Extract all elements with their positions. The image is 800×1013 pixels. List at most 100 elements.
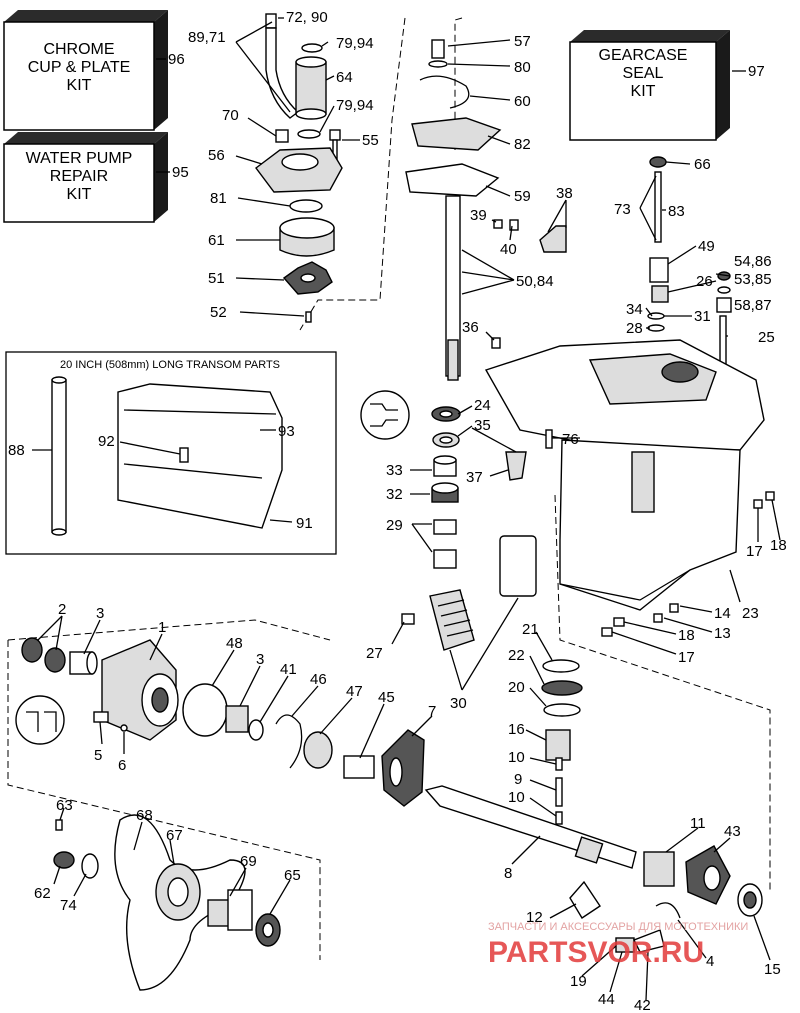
label-89-71: 89,71: [188, 29, 226, 46]
label-8: 8: [504, 865, 512, 882]
label-55: 55: [362, 132, 379, 149]
label-33: 33: [386, 462, 403, 479]
bearing-29: [433, 519, 457, 569]
label-34: 34: [626, 301, 643, 318]
bearing-3b: [225, 705, 249, 733]
waterpump-kit-line1: WATER PUMP: [26, 150, 133, 167]
label-21: 21: [522, 621, 539, 638]
plug-14: [669, 603, 679, 613]
label-81: 81: [210, 190, 227, 207]
seal-lower-profile: [26, 711, 57, 732]
label-40: 40: [500, 241, 517, 258]
seal-2: [21, 637, 66, 673]
label-58-87: 58,87: [734, 297, 772, 314]
gear-43: [685, 845, 731, 905]
screw-36: [491, 337, 501, 349]
transom-box: [5, 351, 337, 555]
label-59: 59: [514, 188, 531, 205]
label-30: 30: [450, 695, 467, 712]
bearing-45: [343, 755, 375, 779]
thrust-washer-47: [303, 731, 333, 769]
thrust-hub-65: [255, 913, 281, 947]
label-70: 70: [222, 107, 239, 124]
waterpump-kit-box: WATER PUMP REPAIR KIT: [3, 132, 168, 223]
label-57: 57: [514, 33, 531, 50]
screw-17a: [753, 499, 763, 509]
gearcase-kit-ref: 97: [748, 63, 765, 80]
label-35: 35: [474, 417, 491, 434]
label-66: 66: [694, 156, 711, 173]
label-16: 16: [508, 721, 525, 738]
label-17-b: 17: [678, 649, 695, 666]
label-60: 60: [514, 93, 531, 110]
label-63: 63: [56, 797, 73, 814]
plug-13: [653, 613, 663, 623]
chrome-kit-box: CHROME CUP & PLATE KIT: [3, 10, 168, 131]
label-79-94-a: 79,94: [336, 35, 374, 52]
label-76: 76: [562, 431, 579, 448]
label-1: 1: [158, 619, 166, 636]
seal-detail-lower: [15, 695, 65, 745]
label-6: 6: [118, 757, 126, 774]
ring-28: [647, 324, 665, 332]
bearing-32: [431, 482, 459, 503]
gearcase-kit-line2: SEAL: [623, 65, 664, 82]
seal-24: [431, 406, 461, 422]
label-20: 20: [508, 679, 525, 696]
label-5: 5: [94, 747, 102, 764]
spacer-5887: [716, 297, 732, 313]
label-4: 4: [706, 953, 714, 970]
watermark-line1: ЗАПЧАСТИ И АКСЕССУАРЫ ДЛЯ МОТОТЕХНИКИ: [488, 921, 748, 933]
label-51: 51: [208, 270, 225, 287]
bushing-49: [649, 257, 669, 283]
gearcase-kit-box: GEARCASE SEAL KIT: [569, 30, 730, 141]
label-46: 46: [310, 671, 327, 688]
part-labels: 72, 90 89,71 79,94 64 79,94 70 55 56 81 …: [8, 9, 787, 1013]
label-53-85: 53,85: [734, 271, 772, 288]
chrome-kit-line3: KIT: [67, 77, 92, 94]
washer-21: [542, 659, 580, 673]
watermark-line2: PARTSVOR.RU: [488, 936, 704, 969]
grommet-37: [505, 451, 527, 481]
label-9: 9: [514, 771, 522, 788]
pin-10b: [555, 811, 563, 825]
gearcase-kit-line3: KIT: [631, 83, 656, 100]
rod-83: [654, 171, 662, 243]
label-93: 93: [278, 423, 295, 440]
label-31: 31: [694, 308, 711, 325]
label-17-a: 17: [746, 543, 763, 560]
bracket-38: [539, 225, 567, 253]
label-2: 2: [58, 601, 66, 618]
label-13: 13: [714, 625, 731, 642]
bearing-3a: [69, 651, 98, 675]
label-14: 14: [714, 605, 731, 622]
label-7: 7: [428, 703, 436, 720]
waterpump-dash-line: [299, 17, 406, 331]
hub-69: [207, 889, 253, 931]
label-47: 47: [346, 683, 363, 700]
label-82: 82: [514, 136, 531, 153]
label-43: 43: [724, 823, 741, 840]
label-48: 48: [226, 635, 243, 652]
label-61: 61: [208, 232, 225, 249]
bearing-dash-line: [7, 619, 331, 641]
grommet-66: [649, 156, 667, 168]
label-39: 39: [470, 207, 487, 224]
tube-88: [51, 376, 67, 536]
label-91: 91: [296, 515, 313, 532]
water-screen-30: [429, 535, 537, 651]
washer-6: [120, 724, 128, 732]
screw-40: [509, 219, 519, 231]
pin-57: [431, 39, 445, 59]
screw-39: [493, 219, 503, 229]
screw-5: [93, 711, 109, 723]
seal-detail-circle: [360, 390, 410, 440]
gasket-81: [289, 199, 323, 213]
label-28: 28: [626, 320, 643, 337]
bushing-26: [651, 285, 669, 303]
shift-parts: [569, 880, 681, 953]
seal-35: [432, 432, 460, 448]
seal-80: [428, 60, 448, 68]
label-69: 69: [240, 853, 257, 870]
